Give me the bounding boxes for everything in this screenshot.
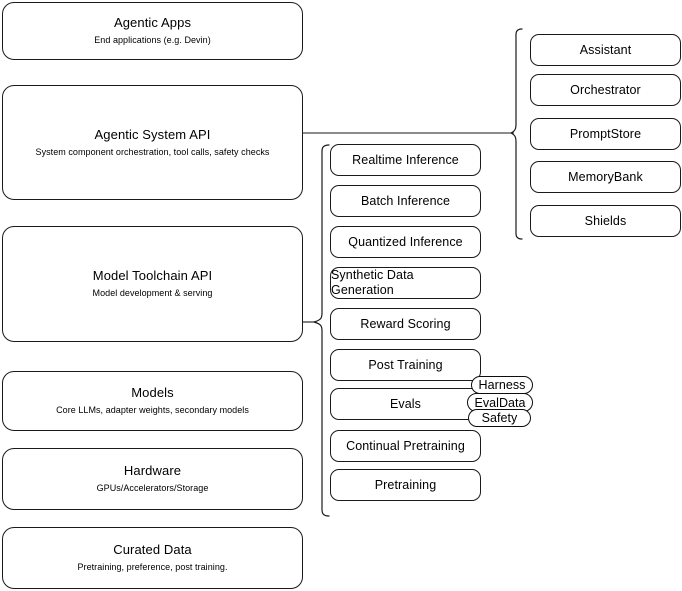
evals-badge-label: Harness	[478, 378, 526, 392]
toolchain-item-label: Pretraining	[374, 477, 437, 492]
system-components-brace	[509, 28, 523, 240]
layer-title: Agentic Apps	[113, 15, 192, 30]
layer-subtitle: Pretraining, preference, post training.	[77, 562, 228, 572]
layer-subtitle: Core LLMs, adapter weights, secondary mo…	[56, 405, 249, 415]
layer-title: Hardware	[123, 463, 182, 478]
system-item-label: PromptStore	[569, 126, 642, 141]
evals-badge-harness[interactable]: Harness	[471, 376, 533, 394]
layer-subtitle: System component orchestration, tool cal…	[35, 146, 270, 157]
layer-subtitle: End applications (e.g. Devin)	[94, 35, 211, 45]
layer-title: Models	[131, 385, 174, 400]
system-item-label: Orchestrator	[570, 82, 641, 97]
toolchain-item-continual-pretraining[interactable]: Continual Pretraining	[330, 430, 481, 462]
toolchain-item-evals[interactable]: Evals	[330, 388, 481, 420]
system-item-label: MemoryBank	[568, 169, 643, 184]
system-item-label: Assistant	[579, 42, 632, 57]
layer-curated-data[interactable]: Curated Data Pretraining, preference, po…	[2, 527, 303, 589]
toolchain-item-label: Reward Scoring	[360, 316, 451, 331]
toolchain-item-pretraining[interactable]: Pretraining	[330, 469, 481, 501]
system-item-label: Shields	[584, 213, 627, 228]
layer-subtitle: Model development & serving	[92, 288, 213, 298]
toolchain-item-synthetic-data-generation[interactable]: Synthetic Data Generation	[330, 267, 481, 299]
toolchain-components-brace	[311, 144, 330, 517]
layer-title: Curated Data	[113, 542, 192, 557]
toolchain-item-label: Batch Inference	[360, 193, 451, 208]
system-item-assistant[interactable]: Assistant	[530, 34, 681, 66]
layer-model-toolchain-api[interactable]: Model Toolchain API Model development & …	[2, 226, 303, 342]
layer-agentic-apps[interactable]: Agentic Apps End applications (e.g. Devi…	[2, 2, 303, 60]
evals-badge-label: Safety	[481, 411, 518, 425]
toolchain-item-label: Synthetic Data Generation	[331, 268, 414, 297]
toolchain-item-label: Realtime Inference	[352, 152, 459, 167]
toolchain-item-reward-scoring[interactable]: Reward Scoring	[330, 308, 481, 340]
evals-badge-safety[interactable]: Safety	[468, 409, 531, 427]
layer-hardware[interactable]: Hardware GPUs/Accelerators/Storage	[2, 448, 303, 510]
system-item-shields[interactable]: Shields	[530, 205, 681, 237]
toolchain-item-realtime-inference[interactable]: Realtime Inference	[330, 144, 481, 176]
toolchain-item-label: Evals	[389, 396, 422, 411]
layer-title: Model Toolchain API	[92, 268, 213, 283]
layer-models[interactable]: Models Core LLMs, adapter weights, secon…	[2, 371, 303, 431]
toolchain-item-label: Post Training	[368, 357, 443, 372]
system-item-memorybank[interactable]: MemoryBank	[530, 161, 681, 193]
layer-agentic-system-api[interactable]: Agentic System API System component orch…	[2, 85, 303, 200]
layer-subtitle: GPUs/Accelerators/Storage	[96, 483, 209, 493]
toolchain-item-label: Continual Pretraining	[346, 438, 465, 453]
toolchain-item-batch-inference[interactable]: Batch Inference	[330, 185, 481, 217]
toolchain-item-post-training[interactable]: Post Training	[330, 349, 481, 381]
toolchain-item-label: Quantized Inference	[348, 234, 463, 249]
system-item-promptstore[interactable]: PromptStore	[530, 118, 681, 150]
toolchain-item-quantized-inference[interactable]: Quantized Inference	[330, 226, 481, 258]
layer-title: Agentic System API	[94, 126, 211, 142]
evals-badge-label: EvalData	[474, 395, 526, 410]
system-item-orchestrator[interactable]: Orchestrator	[530, 74, 681, 106]
